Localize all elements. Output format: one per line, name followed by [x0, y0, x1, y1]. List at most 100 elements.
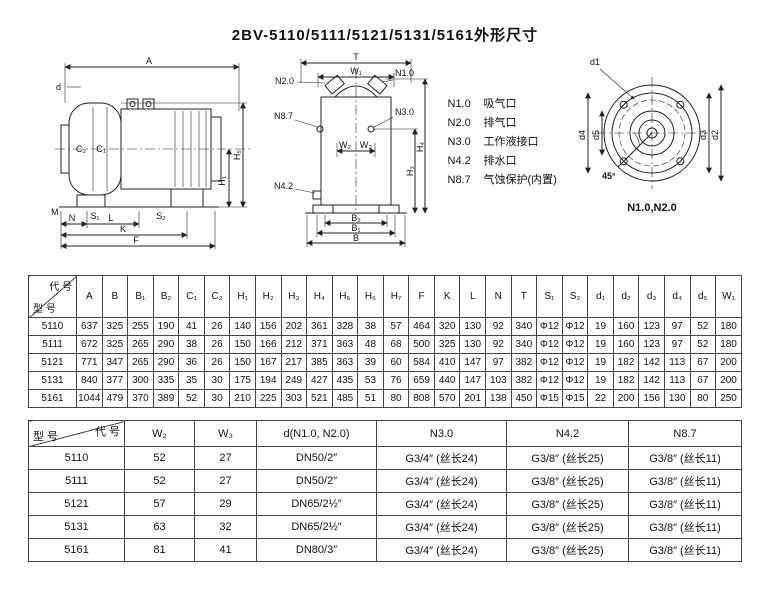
column-header: H₄	[306, 275, 333, 318]
value-cell: 182	[612, 353, 640, 372]
value-cell: 200	[612, 389, 640, 408]
value-cell: 377	[101, 371, 129, 390]
model-cell: 5121	[28, 492, 125, 516]
column-header: C₁	[178, 275, 205, 318]
port-label: 气蚀保护(内置)	[483, 174, 557, 186]
column-header: N8.7	[628, 420, 742, 447]
front-view-drawing: T W₁ N2.0 N1.0 N8.7 N3.0 W₂ W₃ H₄ H₃ N4.…	[274, 53, 428, 247]
port-label-n20: N2.0	[275, 76, 294, 86]
value-cell: 147	[459, 371, 486, 390]
dim-label-b: B	[352, 233, 358, 243]
value-cell: G3/8″ (丝长11)	[628, 515, 742, 539]
value-cell: 19	[587, 371, 614, 390]
column-header: N4.2	[506, 420, 629, 447]
value-cell: 67	[689, 353, 717, 372]
value-cell: 123	[638, 335, 665, 354]
port-code: N2.0	[447, 117, 471, 129]
value-cell: G3/4″ (丝长24)	[376, 469, 507, 493]
column-header: B	[101, 275, 129, 318]
column-header: B₁	[127, 275, 154, 318]
value-cell: 52	[689, 335, 717, 354]
value-cell: 41	[178, 317, 205, 336]
value-cell: 200	[715, 371, 742, 390]
value-cell: 51	[357, 389, 384, 408]
column-header: d(N1.0, N2.0)	[256, 420, 377, 447]
value-cell: 150	[229, 353, 256, 372]
value-cell: 210	[229, 389, 256, 408]
port-label-n10: N1.0	[395, 68, 414, 78]
dim-label-d5: d5	[591, 130, 601, 140]
value-cell: 485	[331, 389, 359, 408]
value-cell: 363	[331, 353, 359, 372]
value-cell: Φ12	[561, 353, 589, 372]
column-header: H₁	[229, 275, 256, 318]
dim-label-h1: H₁	[217, 176, 227, 186]
corner-label-top: 代 号	[94, 426, 120, 438]
value-cell: 340	[510, 317, 538, 336]
value-cell: 22	[587, 389, 614, 408]
port-label-n42: N4.2	[274, 181, 293, 191]
value-cell: 67	[689, 371, 717, 390]
value-cell: 328	[331, 317, 359, 336]
dim-label-d2: d2	[710, 130, 720, 140]
value-cell: 36	[178, 353, 205, 372]
dim-label-w3: W₃	[359, 140, 371, 150]
value-cell: G3/8″ (丝长11)	[628, 469, 742, 493]
value-cell: Φ12	[561, 335, 589, 354]
value-cell: 771	[76, 353, 103, 372]
dim-label-h3: H₃	[405, 166, 415, 176]
value-cell: 92	[485, 317, 512, 336]
value-cell: Φ12	[561, 371, 589, 390]
value-cell: 325	[101, 317, 129, 336]
value-cell: 440	[433, 371, 461, 390]
dim-label-c1: C₁	[96, 144, 106, 154]
value-cell: 19	[587, 317, 614, 336]
value-cell: 672	[76, 335, 103, 354]
value-cell: 26	[203, 317, 231, 336]
column-header: L	[459, 275, 486, 318]
port-code: N1.0	[447, 98, 471, 110]
value-cell: 81	[124, 538, 195, 562]
column-header: d₂	[612, 275, 640, 318]
dim-label-d1: d1	[590, 57, 600, 67]
value-cell: 26	[203, 353, 231, 372]
value-cell: 150	[229, 335, 256, 354]
value-cell: 371	[306, 335, 333, 354]
value-cell: 570	[433, 389, 461, 408]
value-cell: 68	[382, 335, 410, 354]
value-cell: 249	[280, 371, 308, 390]
value-cell: 382	[510, 353, 538, 372]
value-cell: 167	[254, 353, 282, 372]
dim-label-k: K	[119, 224, 125, 234]
value-cell: Φ12	[536, 371, 563, 390]
column-header: T	[510, 275, 538, 318]
column-header: H₇	[382, 275, 410, 318]
page-title: 2BV-5110/5111/5121/5131/5161外形尺寸	[231, 27, 539, 44]
value-cell: 29	[194, 492, 257, 516]
column-header: d₃	[638, 275, 665, 318]
model-cell: 5111	[28, 335, 77, 354]
value-cell: 265	[127, 335, 154, 354]
value-cell: 584	[408, 353, 435, 372]
value-cell: 123	[638, 317, 665, 336]
value-cell: 500	[408, 335, 435, 354]
value-cell: G3/8″ (丝长25)	[506, 538, 629, 562]
value-cell: 30	[203, 371, 231, 390]
value-cell: G3/4″ (丝长24)	[376, 492, 507, 516]
value-cell: DN50/2″	[256, 469, 377, 493]
value-cell: 521	[306, 389, 333, 408]
port-label: 排水口	[483, 155, 517, 167]
value-cell: 325	[433, 335, 461, 354]
value-cell: 200	[715, 353, 742, 372]
value-cell: G3/8″ (丝长11)	[628, 446, 742, 470]
value-cell: 113	[663, 371, 691, 390]
value-cell: 464	[408, 317, 435, 336]
